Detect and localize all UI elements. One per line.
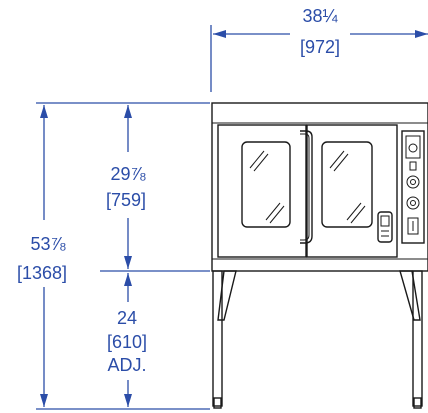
glass-glare-mark [249,150,265,169]
arrowhead-up-icon [40,105,48,118]
arrowhead-up-icon [124,105,132,118]
glass-glare-mark [269,205,285,224]
control-panel-display [405,135,421,159]
door-handle-inner [300,133,310,241]
glass-glare-mark [346,202,362,221]
arrowhead-right-icon [415,30,428,38]
glass-glare-mark [350,205,366,224]
cabinet-height-metric-label: [759] [106,190,146,210]
cabinet-outline [211,102,428,272]
oven-cabinet [211,102,428,272]
arrowhead-left-icon [213,30,226,38]
leg-height-metric-label: [610] [107,332,147,352]
cabinet-height-dimension: 29⅞ [759] [100,105,210,272]
thermostat-knob-icon [406,175,420,189]
indicator-light-icon [409,161,417,171]
right-leg-brace [399,270,421,321]
left-leg-brace [217,270,237,321]
timer-knob-icon [406,196,420,210]
left-door [217,124,307,258]
leg-height-value-label: 24 [117,308,137,328]
width-metric-label: [972] [300,37,340,57]
glass-glare-mark [265,202,281,221]
timer-knob-center-icon [410,200,416,206]
right-door-window [321,141,373,228]
oven-legs [212,270,423,409]
total-height-fraction-label: 53⅞ [30,234,66,254]
glass-glare-mark [329,150,345,169]
left-leg [212,270,223,407]
arrowhead-down-icon [40,394,48,407]
width-fraction-label: 38¼ [302,6,338,26]
left-leg-foot [213,397,222,409]
arrowhead-down-icon [124,394,132,407]
control-panel [401,130,425,244]
door-latch-icon [377,211,393,243]
width-dimension: 38¼ [972] [210,6,428,92]
right-leg-foot [413,397,422,409]
left-door-window [241,141,291,228]
arrowhead-down-icon [124,256,132,269]
leg-height-adjustable-label: ADJ. [107,355,146,375]
thermostat-knob-center-icon [410,179,416,185]
right-door [306,124,398,258]
cabinet-height-fraction-label: 29⅞ [110,164,146,184]
total-height-metric-label: [1368] [17,263,67,283]
control-switch-icon [407,217,419,235]
glass-glare-mark [253,153,269,172]
glass-glare-mark [333,153,349,172]
door-handle [300,130,313,244]
power-knob-icon [408,143,418,153]
right-leg [412,270,423,407]
leg-height-dimension: 24 [610] ADJ. [107,273,147,407]
arrowhead-up-icon [124,273,132,286]
total-height-dimension: 53⅞ [1368] [17,102,210,410]
